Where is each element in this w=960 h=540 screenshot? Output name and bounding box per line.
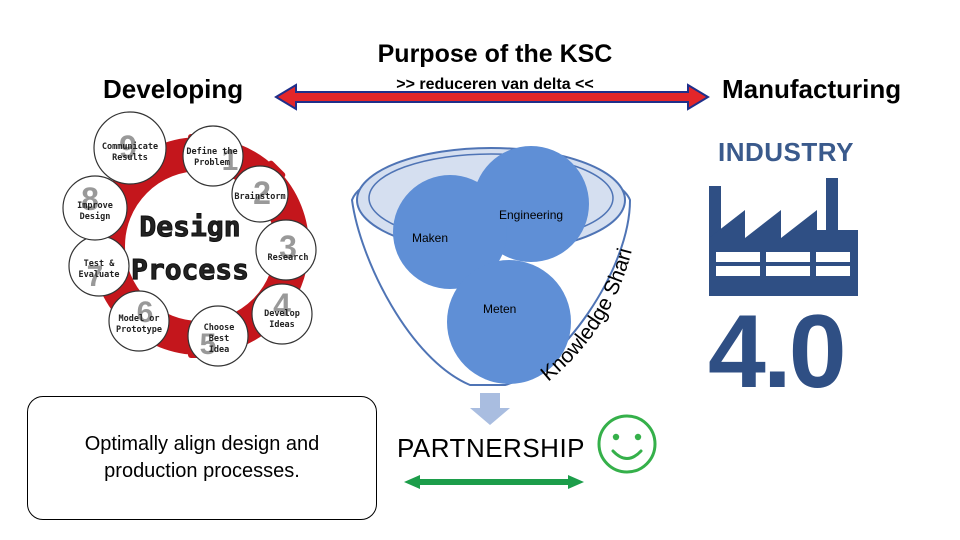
industry-title: INDUSTRY xyxy=(718,137,854,167)
svg-text:3: 3 xyxy=(279,229,297,265)
page-title: Purpose of the KSC xyxy=(377,40,613,68)
svg-text:1: 1 xyxy=(222,144,239,177)
step-1: 1 Define the Problem xyxy=(182,125,244,187)
svg-text:2: 2 xyxy=(253,175,271,211)
maken-label: Maken xyxy=(412,231,449,245)
circle-maken xyxy=(393,175,507,289)
step-6: 6 Model or Prototype xyxy=(108,290,170,352)
step-7: 7 Test & Evaluate xyxy=(68,235,130,297)
svg-text:Ideas: Ideas xyxy=(269,320,295,330)
svg-text:Develop: Develop xyxy=(264,309,300,319)
factory-icon xyxy=(709,178,858,296)
svg-text:Brainstorm: Brainstorm xyxy=(234,191,285,202)
svg-text:Model or: Model or xyxy=(119,314,160,324)
partnership-double-arrow xyxy=(404,475,584,489)
svg-text:Choose: Choose xyxy=(204,323,235,333)
svg-text:7: 7 xyxy=(87,260,104,293)
step-4: 4 Develop Ideas xyxy=(251,283,313,345)
page-subtitle: >> reduceren van delta << xyxy=(396,76,594,93)
svg-text:Improve: Improve xyxy=(77,201,113,211)
svg-text:4: 4 xyxy=(273,287,291,323)
manufacturing-label: Manufacturing xyxy=(722,74,902,104)
svg-text:Define the: Define the xyxy=(186,146,237,157)
svg-text:Research: Research xyxy=(268,253,309,263)
design-process-graphic: Design Process 9 Communicate Results 1 D… xyxy=(62,111,317,367)
svg-text:8: 8 xyxy=(81,181,99,217)
svg-text:Communicate: Communicate xyxy=(102,141,158,152)
partnership-label: PARTNERSHIP xyxy=(397,433,586,463)
svg-text:9: 9 xyxy=(119,129,137,165)
developing-label: Developing xyxy=(103,74,244,104)
svg-text:Idea: Idea xyxy=(209,345,229,355)
circle-meten xyxy=(447,260,571,384)
funnel-down-arrow xyxy=(470,393,510,425)
svg-text:Problem: Problem xyxy=(194,158,230,168)
svg-text:Design: Design xyxy=(80,211,111,222)
industry-version: 4.0 xyxy=(708,294,847,410)
step-9: 9 Communicate Results xyxy=(93,111,167,185)
svg-text:6: 6 xyxy=(137,296,154,329)
step-3: 3 Research xyxy=(255,219,317,281)
svg-text:Process: Process xyxy=(131,253,249,286)
align-note-text: Optimally align design and production pr… xyxy=(84,433,320,482)
svg-text:5: 5 xyxy=(200,328,217,361)
svg-text:Prototype: Prototype xyxy=(116,325,162,335)
svg-text:Best: Best xyxy=(209,334,229,344)
svg-text:Evaluate: Evaluate xyxy=(79,270,120,280)
smiley-icon xyxy=(597,414,657,474)
align-note-box: Optimally align design and production pr… xyxy=(27,396,377,520)
svg-text:Design: Design xyxy=(139,210,240,243)
meten-label: Meten xyxy=(483,302,517,316)
engineering-label: Engineering xyxy=(499,208,564,222)
step-8: 8 Improve Design xyxy=(62,175,128,241)
step-2: 2 Brainstorm xyxy=(231,165,289,223)
step-5: 5 Choose Best Idea xyxy=(187,305,249,367)
delta-double-arrow xyxy=(274,83,710,111)
svg-text:Results: Results xyxy=(112,153,148,163)
svg-text:Test &: Test & xyxy=(84,259,116,269)
